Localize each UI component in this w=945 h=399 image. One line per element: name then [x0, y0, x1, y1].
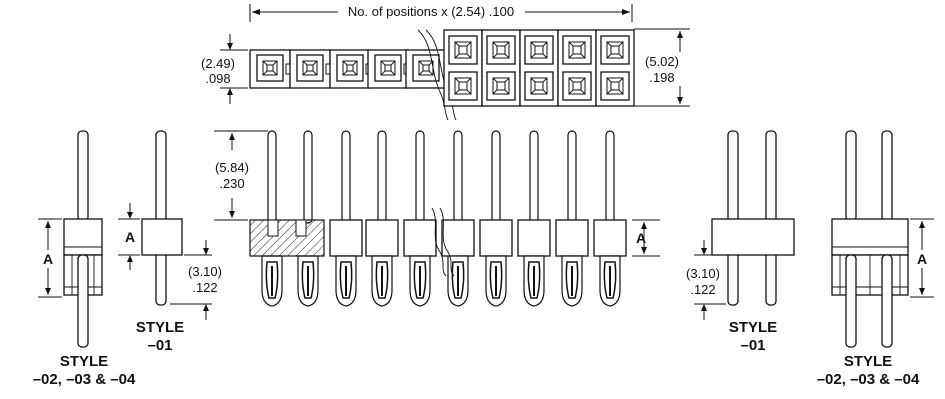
pad — [448, 71, 478, 101]
housing-block — [403, 219, 437, 257]
upper-pin — [377, 130, 387, 224]
lower-contact — [485, 255, 507, 307]
upper-pin — [341, 130, 351, 224]
lower-contact — [297, 255, 319, 307]
housing-block — [479, 219, 513, 257]
style-label-right-multi-2: –02, –03 & –04 — [817, 371, 920, 388]
housing-block — [329, 219, 363, 257]
lower-contact — [561, 255, 583, 307]
tail-mm-label-right: (3.10) — [686, 266, 720, 281]
height-mm-label: (5.02) — [645, 54, 679, 69]
lower-contact — [523, 255, 545, 307]
upper-pin — [453, 130, 463, 224]
pin-top-in-label: .230 — [219, 176, 244, 191]
pad — [486, 35, 516, 65]
a-dimension-right-multi: A — [917, 251, 927, 267]
housing-block — [593, 219, 627, 257]
pad — [562, 71, 592, 101]
front-pins — [261, 130, 627, 307]
a-dimension-front: A — [636, 230, 646, 246]
pad — [336, 54, 364, 82]
lower-contact — [261, 255, 283, 307]
lower-contact — [409, 255, 431, 307]
upper-pin — [303, 130, 313, 224]
lower-contact — [447, 255, 469, 307]
width-in-label: .098 — [205, 71, 230, 86]
a-dimension-left-multi: A — [43, 251, 53, 267]
tail-mm-label-left: (3.10) — [188, 264, 222, 279]
top-view: No. of positions x (2.54) .100 (2.49) .0… — [201, 4, 690, 121]
upper-pin — [529, 130, 539, 224]
right-style-single: (3.10) .122 STYLE –01 — [686, 130, 795, 354]
pad — [524, 35, 554, 65]
front-view: (5.84) .230 A — [214, 130, 660, 307]
lower-contact — [335, 255, 357, 307]
pad — [256, 54, 284, 82]
a-dimension-left-single: A — [125, 229, 135, 245]
style-label-right-single-2: –01 — [740, 337, 765, 354]
tail-in-label-left: .122 — [192, 280, 217, 295]
housing-block — [517, 219, 551, 257]
positions-dimension-label: No. of positions x (2.54) .100 — [348, 4, 514, 19]
pin-top-mm-label: (5.84) — [215, 160, 249, 175]
upper-pin — [267, 130, 277, 224]
housing-block — [555, 219, 589, 257]
pad — [486, 71, 516, 101]
style-label-left-single-1: STYLE — [136, 319, 184, 336]
hatched-section — [249, 219, 325, 257]
pad — [600, 35, 630, 65]
pad — [296, 54, 324, 82]
tail-in-label-right: .122 — [690, 282, 715, 297]
upper-pin — [491, 130, 501, 224]
style-label-left-single-2: –01 — [147, 337, 172, 354]
pad — [374, 54, 402, 82]
style-label-left-multi-1: STYLE — [60, 353, 108, 370]
pad — [600, 71, 630, 101]
lower-contact — [371, 255, 393, 307]
housing-block — [365, 219, 399, 257]
height-in-label: .198 — [649, 70, 674, 85]
housing-block — [441, 219, 475, 257]
style-label-left-multi-2: –02, –03 & –04 — [33, 371, 136, 388]
style-label-right-multi-1: STYLE — [844, 353, 892, 370]
left-style-multi: A STYLE –02, –03 & –04 — [33, 130, 136, 388]
pad — [524, 71, 554, 101]
single-row-housings — [249, 49, 447, 89]
style-label-right-single-1: STYLE — [729, 319, 777, 336]
pad — [448, 35, 478, 65]
upper-pin — [415, 130, 425, 224]
upper-pin — [567, 130, 577, 224]
lower-contact — [599, 255, 621, 307]
left-style-single: A (3.10) .122 STYLE –01 — [118, 130, 222, 354]
double-row-housings — [443, 29, 635, 107]
right-style-multi: A STYLE –02, –03 & –04 — [817, 130, 934, 388]
upper-pin — [605, 130, 615, 224]
pad — [562, 35, 592, 65]
width-mm-label: (2.49) — [201, 56, 235, 71]
